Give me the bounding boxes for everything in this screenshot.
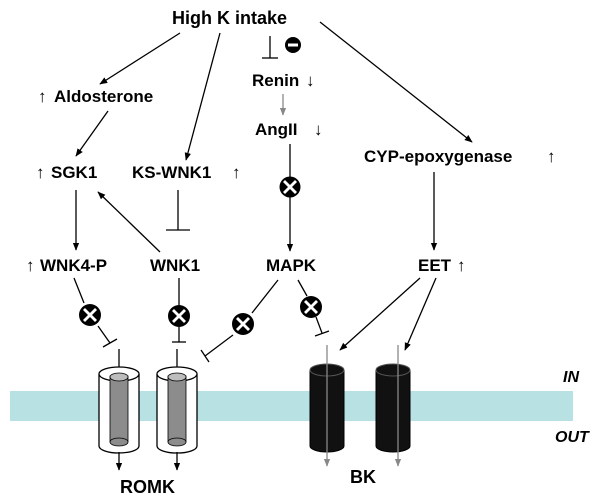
high-k-intake-label: High K intake: [172, 8, 287, 28]
inhibit-wnk4p-romk: [97, 325, 111, 344]
arrow-highk-to-cyp: [319, 21, 473, 143]
blocker-icon: [79, 304, 101, 326]
inhibit-mapk-romk: [204, 334, 234, 357]
arrow-highk-to-kswnk1: [184, 32, 221, 161]
up-arrow-glyph: ↑: [547, 147, 556, 166]
aldosterone-label: Aldosterone: [54, 87, 153, 106]
membrane-in-label: IN: [563, 369, 579, 386]
line-wnk4p-to-block: [73, 277, 85, 304]
renin-label: Renin: [252, 71, 299, 90]
cell-membrane: [10, 391, 573, 421]
angii-label: AngII: [255, 120, 298, 139]
line-mapk-to-block-bk: [297, 279, 308, 297]
arrow-highk-to-aldosterone: [99, 32, 181, 85]
cyp-epoxygenase-label: CYP-epoxygenase: [364, 147, 512, 166]
down-arrow-glyph: ↓: [306, 71, 315, 90]
romk-label: ROMK: [120, 477, 175, 497]
arrow-eet-to-bk-left: [339, 277, 421, 351]
up-arrow-glyph: ↑: [36, 163, 45, 182]
mapk-label: MAPK: [266, 256, 317, 275]
blocker-icon: [279, 176, 301, 198]
minus-circle-icon: [285, 37, 301, 53]
arrow-eet-to-bk-right: [404, 277, 437, 351]
inhibit-mapk-bk-bar: [314, 330, 330, 337]
eet-label: EET: [418, 256, 452, 275]
blocker-icon: [168, 305, 190, 327]
up-arrow-glyph: ↑: [457, 256, 466, 275]
line-mapk-to-block-romk: [251, 279, 279, 314]
arrow-aldosterone-to-sgk1: [75, 110, 109, 157]
up-arrow-glyph: ↑: [232, 163, 241, 182]
bk-label: BK: [350, 467, 376, 487]
ks-wnk1-label: KS-WNK1: [132, 163, 211, 182]
romk-channel-right: [156, 349, 198, 471]
up-arrow-glyph: ↑: [38, 87, 47, 106]
sgk1-label: SGK1: [51, 163, 97, 182]
bk-channel-right: [375, 345, 411, 467]
down-arrow-glyph: ↓: [314, 120, 323, 139]
blocker-icon: [300, 296, 322, 318]
up-arrow-glyph: ↑: [26, 256, 35, 275]
inhibit-wnk4p-romk-bar: [102, 338, 118, 348]
membrane-out-label: OUT: [555, 429, 590, 446]
romk-channel-left: [98, 349, 140, 471]
wnk1-label: WNK1: [150, 256, 200, 275]
wnk4p-label: WNK4-P: [40, 256, 107, 275]
inhibit-mapk-bk: [315, 316, 323, 334]
inhibit-mapk-romk-bar: [200, 349, 210, 363]
arrow-wnk1-to-sgk1: [97, 191, 161, 253]
blocker-icon: [232, 313, 254, 335]
bk-channel-left: [309, 345, 345, 467]
